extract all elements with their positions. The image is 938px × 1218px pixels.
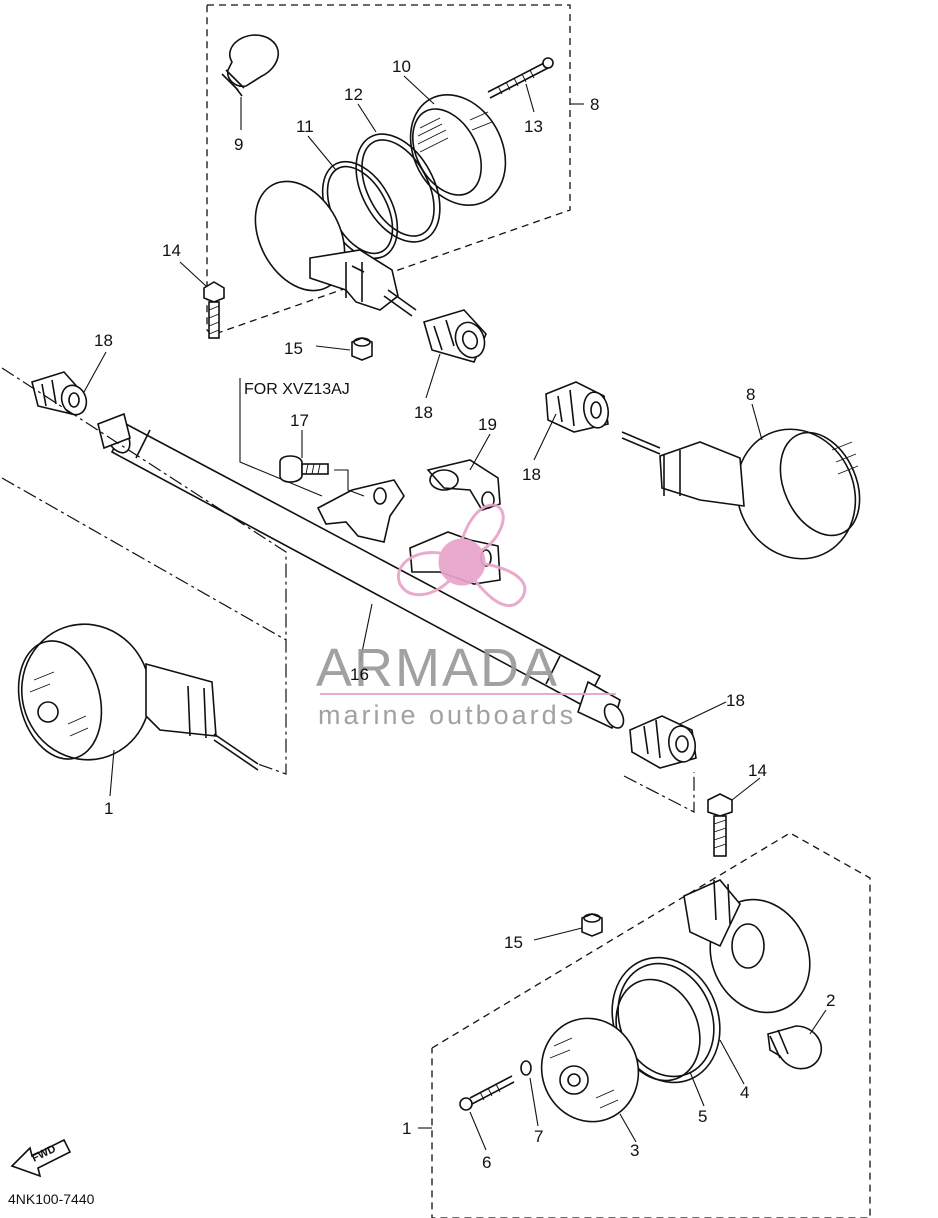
lamp-part-1-left [17, 623, 259, 771]
callout-15-bottom: 15 [504, 933, 523, 952]
model-note-box [239, 378, 323, 497]
callout-14-bottom: 14 [748, 761, 767, 780]
callout-8-right: 8 [746, 385, 755, 404]
callout-18-mid: 18 [414, 403, 433, 422]
grommet-part-18-c [545, 381, 610, 433]
callout-16: 16 [350, 665, 369, 684]
screw-part-6 [459, 1075, 515, 1111]
watermark-subtitle: marine outboards [318, 700, 576, 730]
callout-18-left: 18 [94, 331, 113, 350]
housing-top [254, 180, 417, 317]
housing-bottom [683, 879, 811, 1014]
diagram-code: 4NK100-7440 [8, 1191, 95, 1207]
chain-line-right [623, 772, 695, 813]
callout-6: 6 [482, 1153, 491, 1172]
chain-line-left [1, 367, 287, 775]
callout-18-right: 18 [522, 465, 541, 484]
bar-part-16 [97, 412, 625, 730]
callout-15-top: 15 [284, 339, 303, 358]
callout-2: 2 [826, 991, 835, 1010]
callout-4: 4 [740, 1083, 749, 1102]
screw-part-13 [487, 57, 554, 99]
armada-watermark: ARMADA marine outboards [316, 503, 616, 730]
grommet-part-18-b [31, 371, 88, 416]
callout-14-top: 14 [162, 241, 181, 260]
bolt-part-14-top [203, 281, 225, 339]
fwd-arrow-icon: FWD [10, 1138, 72, 1178]
callout-17: 17 [290, 411, 309, 430]
nut-part-15-top [351, 337, 373, 361]
nut-part-15-bottom [581, 913, 603, 937]
bulb-part-2 [767, 1025, 823, 1070]
mount-bracket [316, 479, 405, 543]
callout-3: 3 [630, 1141, 639, 1160]
leader-lines [83, 75, 827, 1151]
ring-part-12 [355, 133, 441, 243]
lens-part-3 [540, 1017, 640, 1123]
lens-part-10 [409, 93, 507, 207]
bulb-part-9 [221, 34, 280, 130]
part-callouts: 10 12 11 13 8 9 14 15 18 18 18 8 19 17 1… [94, 57, 835, 1172]
grommet-part-18-a [423, 309, 487, 363]
armada-logo-icon [396, 503, 527, 607]
callout-11: 11 [296, 117, 314, 136]
callout-10: 10 [392, 57, 411, 76]
callout-8-top: 8 [590, 95, 599, 114]
washer-part-7 [520, 1060, 532, 1076]
lamp-part-8-right [621, 428, 861, 560]
bolt-part-14-bottom [707, 793, 733, 857]
callout-18-lower: 18 [726, 691, 745, 710]
callout-9: 9 [234, 135, 243, 154]
group-boundary-1 [431, 832, 871, 1218]
callout-13: 13 [524, 117, 543, 136]
screw-part-17 [279, 455, 365, 497]
model-note: FOR XVZ13AJ [244, 381, 350, 398]
callout-7: 7 [534, 1127, 543, 1146]
grommet-part-18-d [629, 715, 697, 769]
callout-1-bottom: 1 [402, 1119, 411, 1138]
callout-12: 12 [344, 85, 363, 104]
callout-19: 19 [478, 415, 497, 434]
callout-1-left: 1 [104, 799, 113, 818]
watermark-title: ARMADA [316, 638, 559, 698]
callout-5: 5 [698, 1107, 707, 1126]
